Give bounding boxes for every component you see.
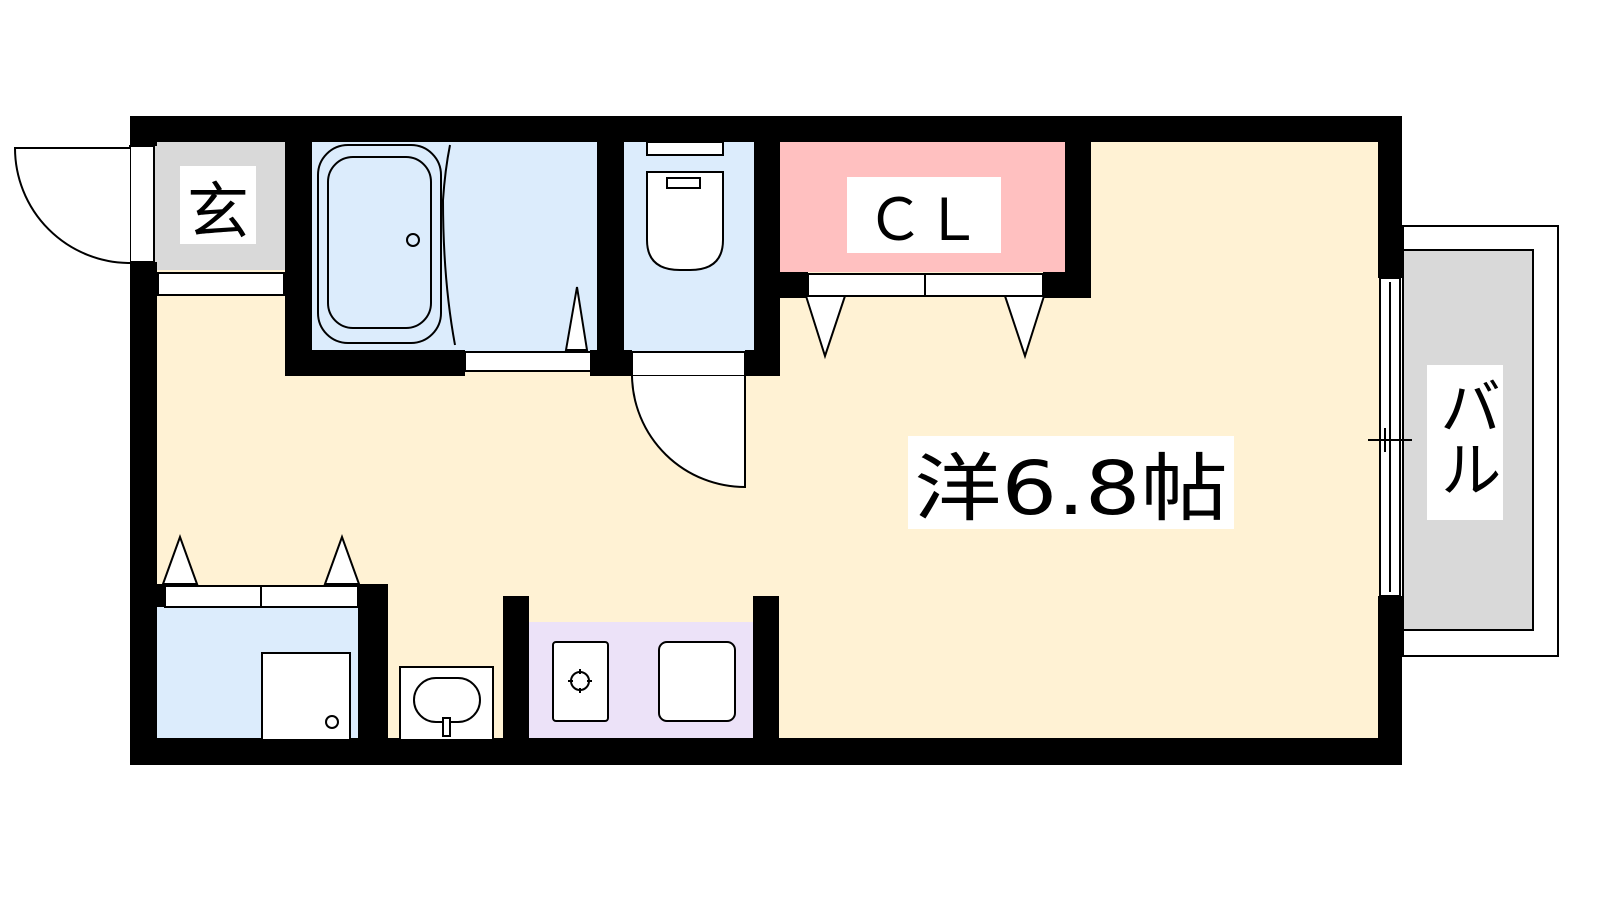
closet: ＣＬ xyxy=(804,177,1046,360)
western-room-label: 洋6.8帖 xyxy=(914,446,1228,532)
bathtub xyxy=(317,144,442,344)
kitchen xyxy=(552,641,736,722)
balcony-label: バル xyxy=(1429,375,1502,499)
washing-machine-drain-icon xyxy=(325,715,339,729)
toilet-door-swing xyxy=(631,375,746,489)
entrance: 玄 xyxy=(13,145,285,296)
bathroom xyxy=(317,144,592,372)
bathroom-door xyxy=(464,351,592,372)
entrance-label: 玄 xyxy=(187,175,249,248)
entrance-door-swing xyxy=(13,147,131,264)
washing-machine xyxy=(261,652,351,741)
toilet-door xyxy=(631,351,746,377)
sink-basin xyxy=(413,677,481,723)
closet-label: ＣＬ xyxy=(866,186,982,254)
sink-area xyxy=(399,666,494,741)
toilet xyxy=(631,141,746,489)
western-room: 洋6.8帖 xyxy=(908,436,1234,532)
balcony-window xyxy=(1368,277,1412,597)
kitchen-sink xyxy=(658,641,736,722)
toilet-tank xyxy=(646,141,724,156)
faucet-icon xyxy=(442,717,451,737)
walls xyxy=(130,116,1402,765)
balcony xyxy=(1402,225,1559,657)
balcony-label-group: バル xyxy=(1427,365,1503,520)
toilet-bowl xyxy=(646,171,724,271)
bathtub-drain-icon xyxy=(406,233,420,247)
stove-burner xyxy=(552,641,609,722)
bathroom-floor xyxy=(310,140,600,352)
washroom xyxy=(161,534,361,741)
